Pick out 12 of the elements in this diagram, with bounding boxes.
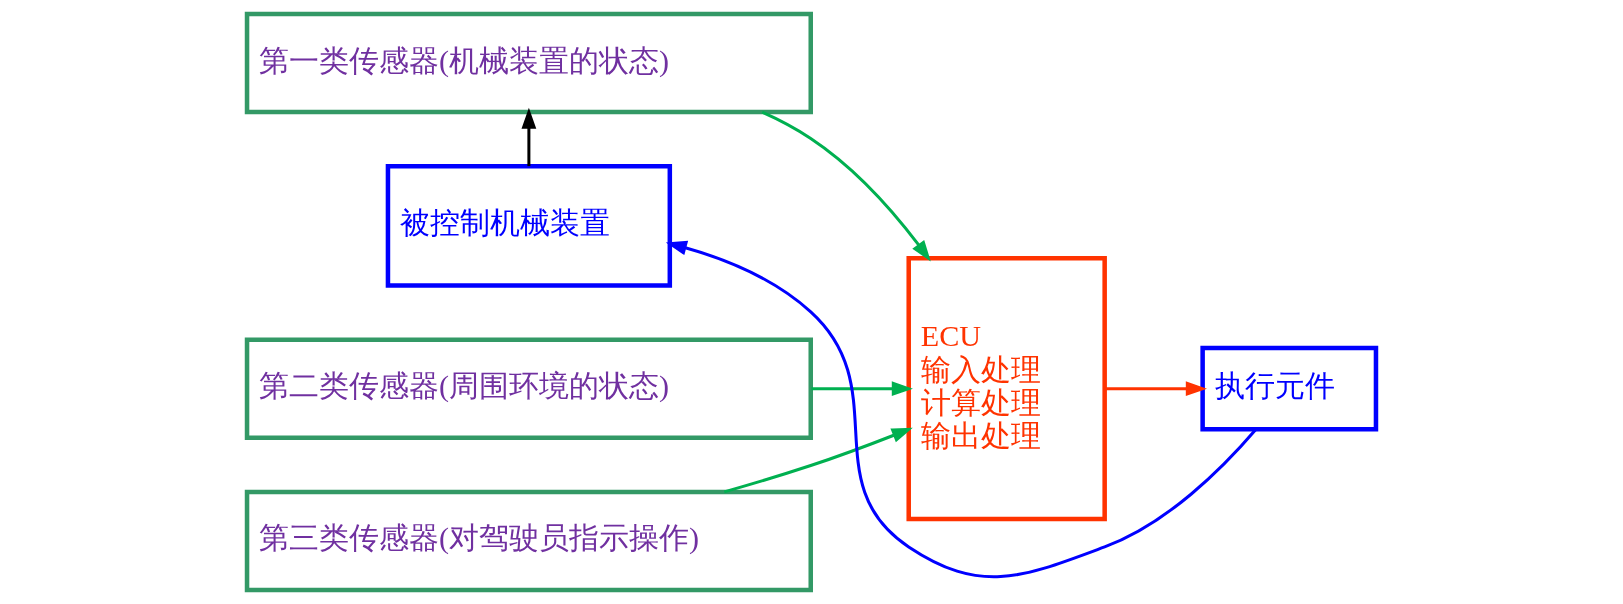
node-box: 第三类传感器(对驾驶员指示操作) bbox=[244, 489, 813, 593]
arrow bbox=[761, 110, 931, 262]
node-box: 被控制机械装置 bbox=[385, 164, 673, 288]
arrow bbox=[811, 381, 913, 397]
node-box: ECU 输入处理 计算处理 输出处理 bbox=[906, 256, 1107, 522]
arrow bbox=[521, 107, 537, 167]
node-box: 第一类传感器(机械装置的状态) bbox=[244, 11, 813, 115]
arrow bbox=[1104, 381, 1207, 397]
node-box: 第二类传感器(周围环境的状态) bbox=[244, 337, 813, 440]
node-box: 执行元件 bbox=[1200, 345, 1379, 432]
arrow bbox=[665, 240, 1257, 579]
arrow bbox=[723, 427, 913, 494]
